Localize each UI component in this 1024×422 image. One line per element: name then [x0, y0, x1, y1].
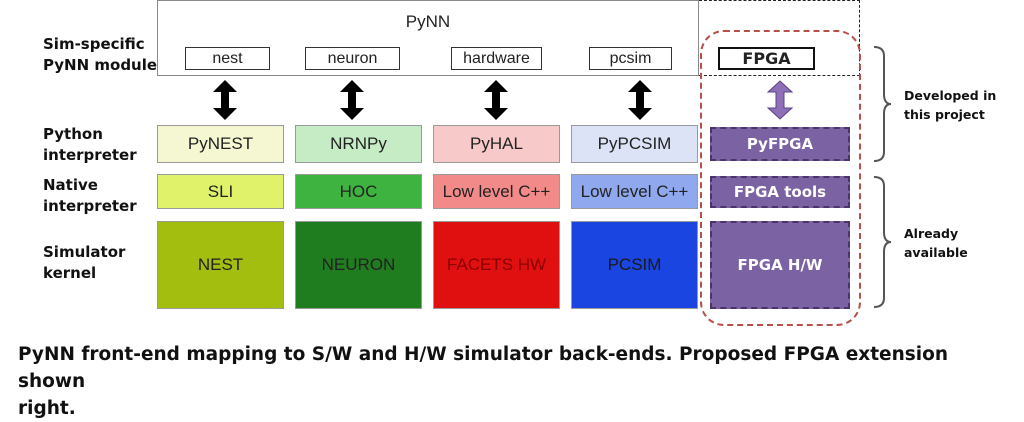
- module-box-fpga: FPGA: [718, 47, 815, 70]
- kernel-cell-nest: NEST: [157, 221, 284, 309]
- fpga-double-arrow-icon: [766, 80, 794, 120]
- row-label-line: PyNN module: [43, 56, 158, 74]
- python-cell-pynest: PyNEST: [157, 125, 284, 163]
- curly-brace-icon: [873, 46, 892, 162]
- double-arrow-icon: [340, 80, 364, 120]
- module-box-neuron: neuron: [305, 47, 400, 70]
- kernel-cell-facets-hw: FACETS HW: [433, 221, 560, 309]
- row-label-line: interpreter: [43, 197, 137, 215]
- row-label-native-interpreter: Native interpreter: [43, 175, 153, 217]
- python-cell-pyhal: PyHAL: [433, 125, 560, 163]
- python-cell-pypcsim: PyPCSIM: [571, 125, 698, 163]
- double-arrow-icon: [213, 80, 237, 120]
- row-label-line: Native: [43, 176, 98, 194]
- double-arrow-icon: [484, 80, 508, 120]
- module-box-nest: nest: [185, 47, 270, 70]
- double-arrow-icon: [628, 80, 652, 120]
- python-cell-pyfpga: PyFPGA: [710, 127, 850, 161]
- row-label-line: interpreter: [43, 146, 137, 164]
- figure-caption: PyNN front-end mapping to S/W and H/W si…: [18, 341, 1018, 422]
- side-note-line: this project: [904, 107, 985, 122]
- native-cell-fpga-tools: FPGA tools: [710, 176, 850, 208]
- row-label-sim-specific: Sim-specific PyNN module: [43, 34, 173, 76]
- kernel-cell-neuron: NEURON: [295, 221, 422, 309]
- native-cell-sli: SLI: [157, 174, 284, 209]
- row-label-line: kernel: [43, 264, 97, 282]
- fpga-extension-outline: [700, 30, 861, 326]
- kernel-cell-pcsim: PCSIM: [571, 221, 698, 309]
- row-label-line: Sim-specific: [43, 35, 145, 53]
- caption-line: right.: [18, 398, 76, 419]
- pynn-title: PyNN: [405, 12, 451, 31]
- row-label-line: Python: [43, 125, 103, 143]
- side-note-developed: Developed in this project: [904, 86, 1019, 124]
- row-label-simulator-kernel: Simulator kernel: [43, 242, 153, 284]
- row-label-line: Simulator: [43, 243, 126, 261]
- native-cell-low-level-cpp: Low level C++: [571, 174, 698, 209]
- side-note-line: Developed in: [904, 88, 997, 103]
- curly-brace-icon: [873, 176, 892, 308]
- native-cell-hoc: HOC: [295, 174, 422, 209]
- side-note-line: Already: [904, 226, 959, 241]
- python-cell-nrnpy: NRNPy: [295, 125, 422, 163]
- pynn-frame-fpga-extension: [699, 0, 860, 76]
- native-cell-low-level-cpp: Low level C++: [433, 174, 560, 209]
- module-box-pcsim: pcsim: [589, 47, 672, 70]
- side-note-line: available: [904, 245, 968, 260]
- module-box-hardware: hardware: [451, 47, 542, 70]
- kernel-cell-fpga-hw: FPGA H/W: [710, 221, 850, 309]
- caption-line: PyNN front-end mapping to S/W and H/W si…: [18, 344, 948, 392]
- side-note-available: Already available: [904, 224, 1019, 262]
- row-label-python-interpreter: Python interpreter: [43, 124, 153, 166]
